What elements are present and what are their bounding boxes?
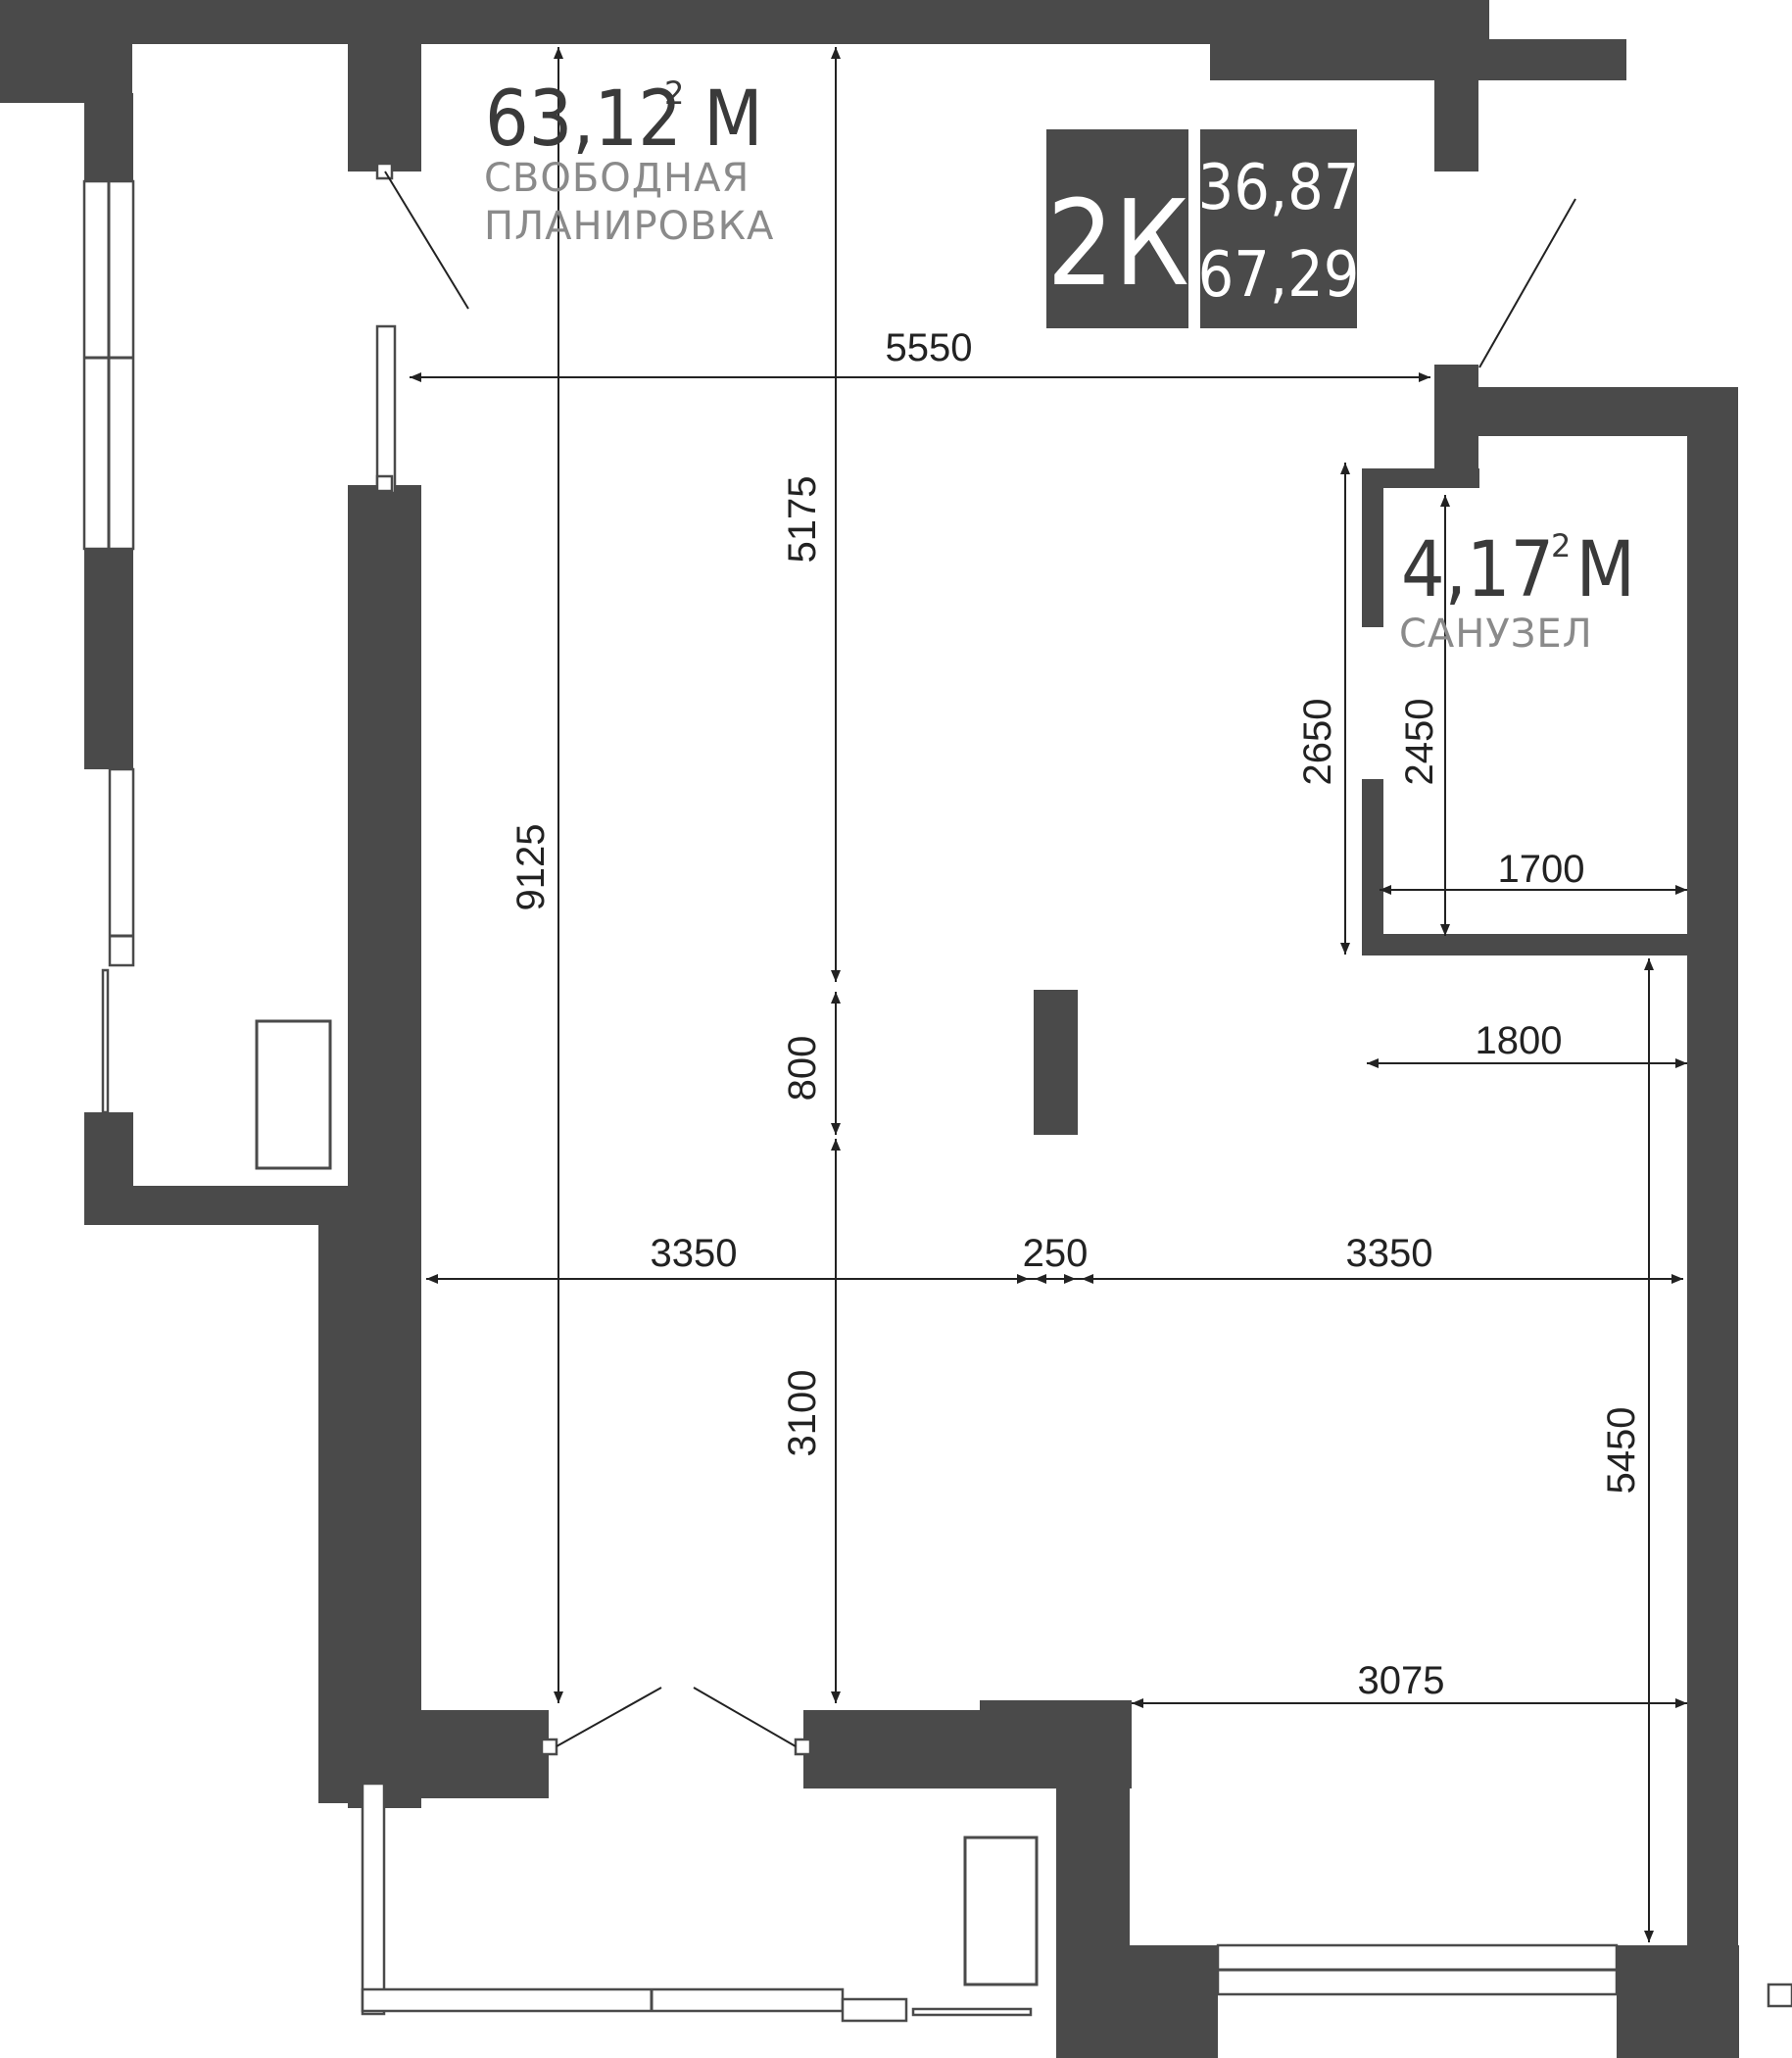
wall-top-right-block	[1210, 39, 1475, 80]
dim-250: 250	[1023, 1232, 1089, 1275]
loggia-step	[841, 1997, 908, 2023]
apartment-badge: 2К 36,87 67,29	[1046, 129, 1359, 328]
window-upper-pier	[375, 324, 397, 495]
wall-bottom-right-sill	[1056, 1945, 1218, 2058]
dim-2450: 2450	[1398, 699, 1441, 786]
radiator-bottom	[963, 1836, 1039, 1986]
room-label-main: 63,12 М 2 СВОБОДНАЯ ПЛАНИРОВКА	[484, 74, 774, 249]
wall-bottom-left	[318, 1710, 549, 1798]
dim-3100: 3100	[781, 1370, 824, 1457]
wall-upper-left-top	[0, 0, 132, 103]
wall-left-outer-mid	[84, 544, 133, 769]
walls	[0, 0, 1739, 2058]
dim-5550: 5550	[886, 326, 973, 369]
dim-1700: 1700	[1498, 848, 1585, 891]
wall-right-top	[1434, 387, 1738, 436]
dim-5175: 5175	[781, 476, 824, 564]
dimension-lines	[410, 47, 1687, 1942]
wall-right-outer	[1687, 387, 1738, 2058]
room-area-main: 63,12 М	[485, 75, 763, 164]
badge-area-box	[1200, 129, 1357, 328]
room-name-bathroom: САНУЗЕЛ	[1399, 612, 1593, 657]
dim-5450: 5450	[1600, 1407, 1643, 1494]
dim-9125: 9125	[509, 824, 553, 911]
room-name-main-line1: СВОБОДНАЯ	[484, 156, 750, 201]
wall-upper-pier	[348, 39, 421, 172]
window-bottom-left-loggia	[361, 1782, 386, 2016]
wall-right-top-pier	[1434, 365, 1478, 472]
wall-bath-left-bottom	[1362, 779, 1383, 954]
dim-3350-right: 3350	[1346, 1232, 1433, 1275]
wall-bath-left-top	[1362, 468, 1383, 627]
window-bottom-loggia-frame	[361, 1987, 845, 2013]
wall-main-left-base	[318, 1215, 421, 1803]
dim-2650: 2650	[1296, 699, 1339, 786]
wall-bath-top	[1362, 468, 1479, 488]
dimension-labels: 5550 5175 9125 800 3350 250 3350 3100 26…	[509, 326, 1643, 1702]
badge-rooms-box	[1046, 129, 1188, 328]
dim-800: 800	[781, 1036, 824, 1102]
dim-3075: 3075	[1358, 1659, 1445, 1702]
loggia-sill	[911, 2007, 1033, 2017]
wall-top	[0, 0, 1489, 44]
room-area-bathroom-unit-power: 2	[1551, 527, 1571, 564]
wall-left-outer-upper	[84, 93, 133, 181]
dim-3350-left: 3350	[651, 1232, 738, 1275]
room-name-main-line2: ПЛАНИРОВКА	[484, 204, 774, 249]
central-column	[1034, 990, 1078, 1135]
wall-bath-bottom	[1362, 934, 1695, 956]
room-label-bathroom: 4,17 М 2 САНУЗЕЛ	[1399, 526, 1635, 657]
radiator-left	[255, 1019, 332, 1170]
badge-rooms: 2К	[1046, 176, 1188, 313]
badge-area-bottom: 67,29	[1198, 239, 1360, 312]
room-area-main-unit-power: 2	[664, 74, 684, 112]
dim-1800: 1800	[1476, 1019, 1563, 1062]
edge-mark-right	[1767, 1983, 1792, 2008]
window-left-2	[108, 767, 135, 967]
wall-loggia-bottom	[84, 1186, 354, 1225]
windows	[82, 162, 1792, 2023]
door-left-loggia	[101, 968, 110, 1114]
badge-area-top: 36,87	[1198, 152, 1360, 224]
room-area-bathroom: 4,17 М	[1401, 526, 1635, 614]
